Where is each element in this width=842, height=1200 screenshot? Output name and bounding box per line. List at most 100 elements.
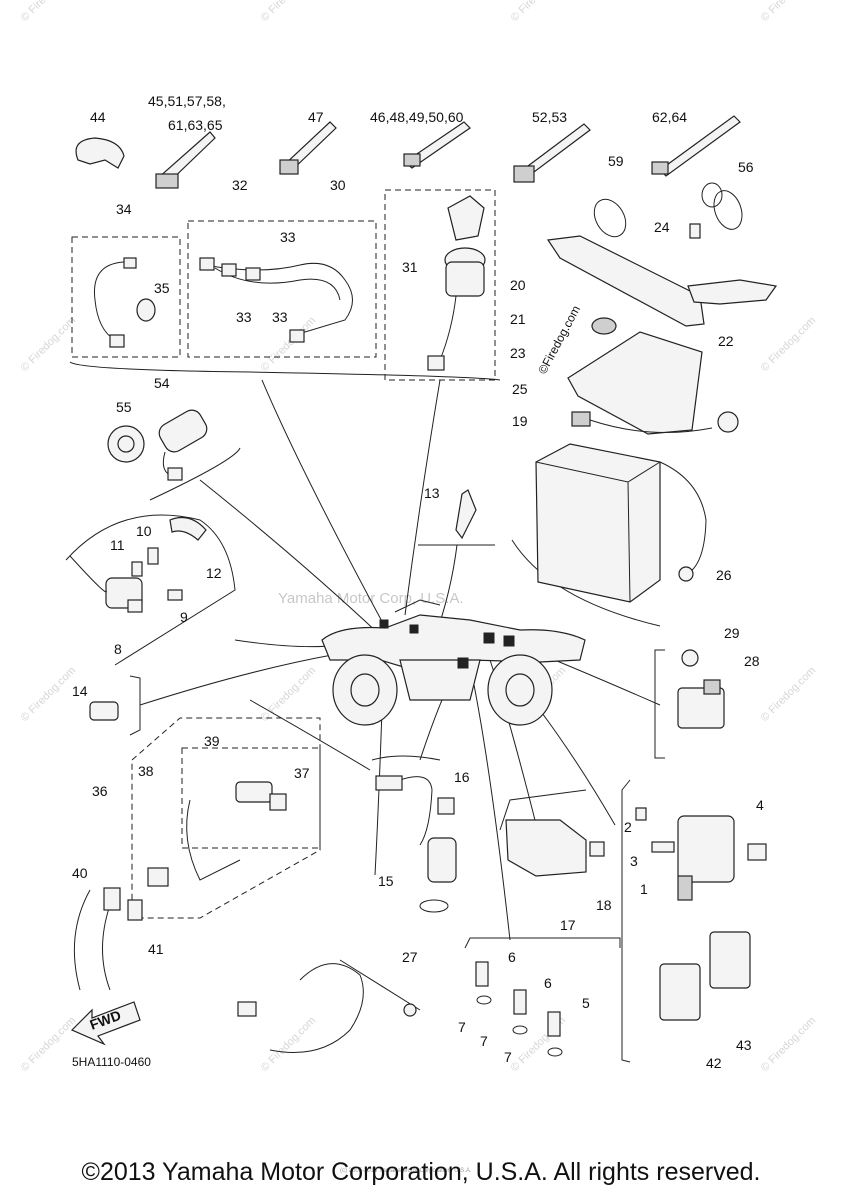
tie-52-head bbox=[513, 165, 535, 183]
callout-20: 20 bbox=[510, 277, 526, 293]
callout-15: 15 bbox=[378, 873, 394, 889]
terminal-26-icon bbox=[678, 566, 694, 582]
boot-35-icon bbox=[136, 298, 156, 322]
leader bbox=[404, 379, 441, 616]
bolt-16-icon bbox=[437, 797, 455, 815]
callout-26: 26 bbox=[716, 567, 732, 583]
cap-25-icon bbox=[571, 411, 591, 427]
callout-33a: 33 bbox=[280, 229, 296, 245]
leader bbox=[139, 654, 333, 706]
callout-4: 4 bbox=[756, 797, 764, 813]
callout-9: 9 bbox=[180, 609, 188, 625]
watermark: © Firedog.com bbox=[19, 0, 79, 24]
bolt-9-icon bbox=[167, 589, 183, 601]
connector-32b-icon bbox=[221, 263, 237, 277]
callout-8: 8 bbox=[114, 641, 122, 657]
callout-47: 47 bbox=[308, 109, 324, 125]
leader bbox=[249, 699, 371, 771]
group-boxes bbox=[65, 189, 665, 1063]
callout-40: 40 bbox=[72, 865, 88, 881]
callout-14: 14 bbox=[72, 683, 88, 699]
connector-32c-icon bbox=[245, 267, 261, 281]
callout-1: 1 bbox=[640, 881, 648, 897]
watermark: © Firedog.com bbox=[19, 1015, 79, 1075]
sensor-6b-icon bbox=[513, 989, 527, 1015]
callout-21: 21 bbox=[510, 311, 526, 327]
watermark: © Firedog.com bbox=[259, 665, 319, 725]
atv-marker bbox=[483, 632, 495, 644]
watermark-vertical: ©Firedog.com bbox=[535, 303, 583, 376]
bracket-22-icon bbox=[687, 279, 778, 305]
watermark: © Firedog.com bbox=[759, 315, 819, 375]
washer-7a-icon bbox=[476, 995, 492, 1005]
watermark: © Firedog.com bbox=[759, 665, 819, 725]
callout-11: 11 bbox=[110, 537, 125, 553]
connector-27-icon bbox=[237, 1001, 257, 1017]
bracket-top bbox=[69, 361, 501, 381]
atv-marker bbox=[503, 635, 515, 647]
leader bbox=[199, 479, 381, 636]
cover-23-icon bbox=[567, 331, 703, 435]
rectifier-17-icon bbox=[505, 819, 587, 877]
wire-27 bbox=[269, 963, 364, 1053]
sensor-6a-icon bbox=[475, 961, 489, 987]
callout-45b: 61,63,65 bbox=[168, 117, 223, 133]
nut-11-icon bbox=[131, 561, 143, 577]
terminal-27-icon bbox=[403, 1003, 417, 1017]
callout-6a: 6 bbox=[508, 949, 516, 965]
sensor-5-icon bbox=[547, 1011, 561, 1037]
atv-vehicle bbox=[321, 599, 586, 726]
ring-59-icon bbox=[593, 198, 627, 238]
callout-7c: 7 bbox=[504, 1049, 512, 1065]
cdi-1-connector bbox=[677, 875, 693, 901]
callout-52: 52,53 bbox=[532, 109, 567, 125]
atv-handlebar bbox=[394, 599, 441, 613]
connector-32a-icon bbox=[199, 257, 215, 271]
callout-32: 32 bbox=[232, 177, 248, 193]
watermark: © Firedog.com bbox=[759, 1015, 819, 1075]
callout-2: 2 bbox=[624, 819, 632, 835]
watermark-center: Yamaha Motor Corp, U.S.A. bbox=[278, 590, 464, 607]
atv-front-hub bbox=[505, 673, 535, 707]
switch-31-connector bbox=[427, 355, 445, 371]
connector-34b-icon bbox=[123, 257, 137, 269]
damper-21-icon bbox=[591, 317, 617, 335]
relay-28-terminal bbox=[703, 679, 721, 695]
relay-43-icon bbox=[709, 931, 751, 989]
battery-19-edge bbox=[627, 481, 631, 603]
harness-36 bbox=[186, 799, 241, 881]
fwd-arrow: FWD bbox=[70, 1001, 141, 1046]
switch-31-body bbox=[445, 261, 485, 297]
connector-32d-icon bbox=[289, 329, 305, 343]
bolt-18-icon bbox=[589, 841, 605, 857]
bracket-sensors bbox=[464, 937, 621, 949]
callout-41: 41 bbox=[148, 941, 164, 957]
ring-56b-icon bbox=[701, 182, 723, 208]
callout-22: 22 bbox=[718, 333, 734, 349]
top-row-parts bbox=[75, 115, 743, 238]
wire-41 bbox=[102, 904, 111, 991]
bracket-28 bbox=[654, 649, 665, 759]
wire-40 bbox=[73, 889, 91, 991]
group-box-34 bbox=[71, 236, 181, 358]
wire-8 bbox=[69, 555, 107, 593]
atv-marker bbox=[457, 657, 469, 669]
battery-19-icon bbox=[535, 443, 661, 603]
atv-engine bbox=[399, 659, 481, 701]
callout-45: 45,51,57,58, bbox=[148, 93, 226, 109]
atv-rear-hub bbox=[350, 673, 380, 707]
callout-29: 29 bbox=[724, 625, 740, 641]
right-parts bbox=[635, 649, 767, 1021]
callout-34: 34 bbox=[116, 201, 132, 217]
watermark: © Firedog.com bbox=[259, 1015, 319, 1075]
bracket-17 bbox=[499, 789, 587, 831]
atv-marker bbox=[379, 619, 389, 629]
watermark: © Firedog.com bbox=[259, 315, 319, 375]
watermark: © Firedog.com bbox=[19, 665, 79, 725]
callout-16: 16 bbox=[454, 769, 470, 785]
callout-5: 5 bbox=[582, 995, 590, 1011]
callout-23: 23 bbox=[510, 345, 526, 361]
diagram-code: 5HA1110-0460 bbox=[72, 1055, 151, 1069]
lower-parts bbox=[73, 775, 605, 1057]
bolt-29-icon bbox=[681, 649, 699, 667]
